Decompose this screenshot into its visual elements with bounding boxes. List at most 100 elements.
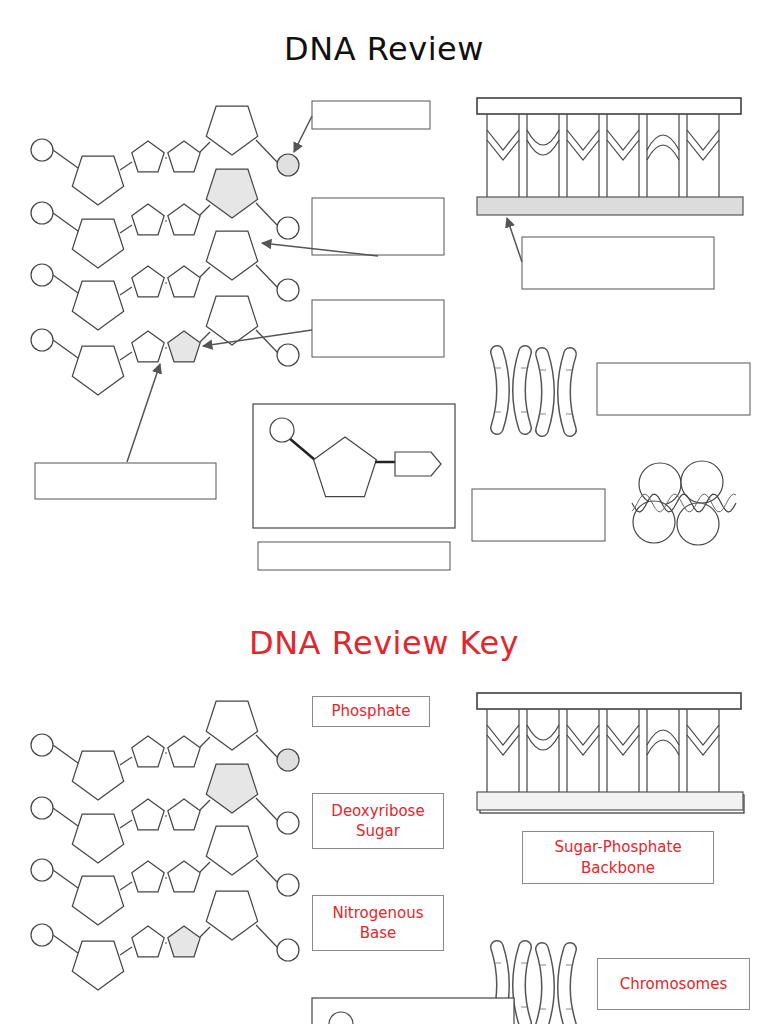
chromatid-outline <box>497 352 503 428</box>
answer-blank <box>522 237 714 289</box>
answer-label: Nitrogenous Base <box>319 903 437 944</box>
histone-circle <box>677 503 719 545</box>
leader-arrow <box>127 364 160 462</box>
chromatid-band <box>566 1009 572 1010</box>
dna-strand-diagram <box>31 701 299 990</box>
sugar-pentagon <box>206 826 257 875</box>
base-rung <box>646 114 647 197</box>
strand-bond <box>200 737 210 747</box>
strand-bond <box>256 265 277 287</box>
chromatid-band <box>521 412 527 413</box>
base-rung <box>598 114 599 197</box>
base-pair-notch <box>487 130 519 150</box>
strand-bond <box>53 275 78 293</box>
base-pair-notch <box>647 730 679 745</box>
strand-bond <box>120 162 132 170</box>
chromatid-fill <box>564 354 570 430</box>
base-pair-notch <box>687 140 719 160</box>
leader-arrow <box>203 330 312 346</box>
answer-label: Deoxyribose Sugar <box>319 801 437 842</box>
strand-bond <box>256 140 277 162</box>
base-rung <box>486 709 487 792</box>
chromatid-outline <box>519 947 525 1023</box>
worksheet-title: DNA Review <box>0 30 768 68</box>
phosphate-circle <box>277 154 299 176</box>
base-pair-notch <box>567 130 599 150</box>
chromatid-fill <box>542 949 548 1024</box>
strand-bond <box>200 142 210 152</box>
base-pair-notch <box>647 145 679 160</box>
sugar-pentagon <box>206 764 257 813</box>
base-rung <box>638 114 639 197</box>
chromatid-band <box>521 963 527 964</box>
answer-box: Nitrogenous Base <box>312 895 444 951</box>
base-pair-notch <box>567 725 599 745</box>
base-rung <box>566 709 567 792</box>
inset-bond <box>375 461 395 464</box>
phosphate-circle <box>277 874 299 896</box>
strand-bond <box>165 220 167 221</box>
answer-blank <box>597 363 750 415</box>
base-pentagon <box>132 141 164 172</box>
sugar-pentagon <box>72 876 123 925</box>
chromatid-outline <box>542 354 548 430</box>
chromatid-band <box>495 963 501 964</box>
base-rung <box>718 114 719 197</box>
phosphate-circle <box>31 859 53 881</box>
strand-bond <box>200 862 210 872</box>
chromatid-fill <box>519 947 525 1023</box>
base-pair-notch <box>607 130 639 150</box>
sugar-pentagon <box>206 169 257 218</box>
sugar-pentagon <box>206 891 257 940</box>
strand-bond <box>120 757 132 765</box>
sugar-pentagon <box>72 156 123 205</box>
base-rung <box>558 114 559 197</box>
strand-bond <box>53 150 78 168</box>
chromatid-band <box>566 414 572 415</box>
base-pair-notch <box>607 140 639 160</box>
base-pentagon <box>168 331 200 362</box>
sugar-pentagon <box>72 941 123 990</box>
inset-base <box>395 452 441 476</box>
base-pair-notch <box>487 725 519 745</box>
base-pentagon <box>132 331 164 362</box>
base-pair-notch <box>527 725 559 740</box>
chromatid-band <box>521 368 527 369</box>
answer-box: Deoxyribose Sugar <box>312 793 444 849</box>
inset-sugar <box>314 437 377 497</box>
phosphate-circle <box>31 734 53 756</box>
base-pentagon <box>168 141 200 172</box>
sugar-pentagon <box>72 346 123 395</box>
dna-wrap <box>632 494 736 512</box>
base-rung <box>606 709 607 792</box>
answer-label: Phosphate <box>332 701 411 721</box>
inset-bond <box>289 438 315 460</box>
base-rung <box>526 114 527 197</box>
chromatid-outline <box>542 949 548 1024</box>
strand-bond <box>53 213 78 231</box>
strand-bond <box>200 800 210 810</box>
phosphate-circle <box>277 217 299 239</box>
backbone-ladder <box>477 98 743 215</box>
base-rung <box>598 709 599 792</box>
inset-frame <box>253 404 455 528</box>
base-rung <box>486 114 487 197</box>
base-pentagon <box>132 736 164 767</box>
nucleotide-inset <box>253 404 455 528</box>
base-pentagon <box>168 799 200 830</box>
backbone-ladder <box>477 693 744 813</box>
phosphate-circle <box>277 279 299 301</box>
chromatid-band <box>540 370 546 371</box>
chromatid-band <box>521 1007 527 1008</box>
strand-bond <box>53 340 78 358</box>
chromatid-fill <box>519 352 525 428</box>
base-pair-notch <box>567 735 599 755</box>
phosphate-circle <box>277 749 299 771</box>
chromatid-band <box>495 412 501 413</box>
key-title: DNA Review Key <box>0 624 768 662</box>
chromatid-band <box>540 1009 546 1010</box>
chromatid-band <box>540 965 546 966</box>
strand-bond <box>53 808 78 826</box>
phosphate-circle <box>277 812 299 834</box>
base-rung <box>686 709 687 792</box>
